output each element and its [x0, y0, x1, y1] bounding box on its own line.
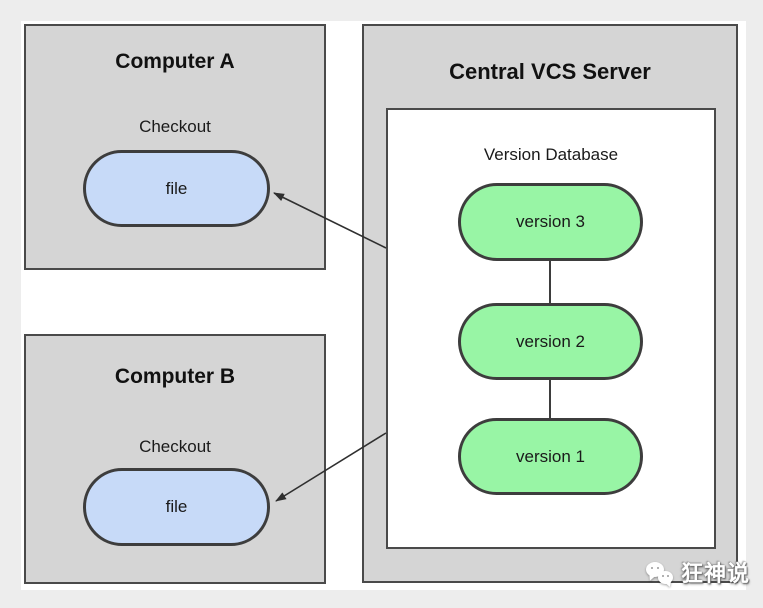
computer-b-checkout-label: Checkout: [139, 437, 211, 456]
computer-b-file-node: file: [83, 468, 270, 546]
computer-b-box: Computer B Checkout: [24, 334, 326, 584]
version-1-label: version 1: [516, 446, 585, 466]
computer-a-file-label: file: [165, 178, 188, 198]
connector-version2-version1: [549, 380, 551, 418]
watermark: 狂神说: [640, 553, 762, 595]
computer-a-title: Computer A: [115, 50, 235, 73]
version-3-label: version 3: [516, 212, 585, 231]
central-vcs-server-title: Central VCS Server: [449, 59, 651, 84]
version-2-node: version 2: [458, 303, 643, 380]
computer-a-file-node: file: [83, 150, 270, 227]
computer-a-box: Computer A Checkout: [24, 24, 326, 270]
version-database-title: Version Database: [483, 145, 619, 164]
version-1-node: version 1: [458, 418, 643, 495]
computer-b-file-label: file: [165, 497, 188, 516]
computer-a-checkout-label: Checkout: [139, 117, 211, 136]
chat-bubbles-icon: [640, 558, 676, 590]
computer-b-title: Computer B: [114, 365, 236, 388]
connector-version3-version2: [549, 261, 551, 303]
version-2-label: version 2: [516, 331, 585, 351]
version-3-node: version 3: [458, 183, 643, 261]
watermark-text: 狂神说: [681, 561, 751, 586]
